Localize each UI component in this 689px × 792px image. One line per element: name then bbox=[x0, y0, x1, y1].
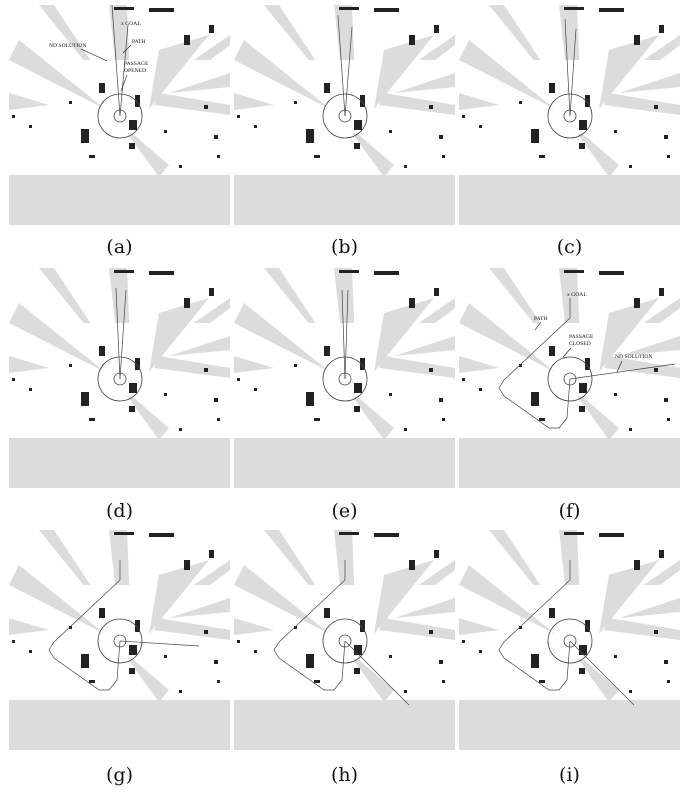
path-line bbox=[273, 560, 410, 706]
path-line bbox=[498, 560, 635, 706]
map-panel-a: x GOAL ND SOLUTION PATH PASSAGE OPENED bbox=[9, 5, 230, 225]
passage-label-2: OPENED bbox=[124, 68, 146, 74]
map-panel-f: x GOAL PATH PASSAGE CLOSED ND SOLUTION bbox=[459, 268, 680, 488]
map-panel-d bbox=[9, 268, 230, 488]
map-panel-h bbox=[234, 530, 455, 750]
occupancy-map-e bbox=[234, 268, 455, 488]
path-label: PATH bbox=[534, 316, 547, 322]
passage-label-1: PASSAGE bbox=[124, 61, 149, 67]
path-line bbox=[564, 18, 577, 117]
path-label: PATH bbox=[132, 39, 145, 45]
path-line bbox=[341, 289, 349, 380]
path-line bbox=[111, 5, 129, 117]
nd-solution-label: ND SOLUTION bbox=[49, 43, 86, 49]
caption-h: (h) bbox=[330, 764, 359, 786]
path-line bbox=[337, 14, 353, 117]
caption-a: (a) bbox=[106, 236, 133, 258]
map-panel-e bbox=[234, 268, 455, 488]
path-line bbox=[115, 287, 127, 380]
path-line bbox=[498, 298, 676, 429]
map-panel-b bbox=[234, 5, 455, 225]
caption-d: (d) bbox=[106, 500, 133, 522]
occupancy-map-a: x GOAL ND SOLUTION PATH PASSAGE OPENED bbox=[9, 5, 230, 225]
map-panel-i bbox=[459, 530, 680, 750]
caption-e: (e) bbox=[331, 500, 358, 522]
caption-c: (c) bbox=[556, 236, 583, 258]
occupancy-map-b bbox=[234, 5, 455, 225]
occupancy-map-g bbox=[9, 530, 230, 750]
map-panel-c bbox=[459, 5, 680, 225]
occupancy-map-h bbox=[234, 530, 455, 750]
caption-i: (i) bbox=[559, 764, 580, 786]
map-panel-g bbox=[9, 530, 230, 750]
occupancy-map-d bbox=[9, 268, 230, 488]
caption-b: (b) bbox=[331, 236, 358, 258]
nd-solution-label: ND SOLUTION bbox=[615, 354, 652, 360]
path-line bbox=[48, 560, 200, 691]
goal-label: x GOAL bbox=[567, 292, 587, 298]
passage-label-2: CLOSED bbox=[569, 341, 591, 347]
caption-f: (f) bbox=[558, 500, 581, 522]
caption-g: (g) bbox=[106, 764, 133, 786]
occupancy-map-f: x GOAL PATH PASSAGE CLOSED ND SOLUTION bbox=[459, 268, 680, 488]
occupancy-map-c bbox=[459, 5, 680, 225]
passage-label-1: PASSAGE bbox=[569, 334, 594, 340]
goal-label: x GOAL bbox=[121, 21, 141, 27]
occupancy-map-i bbox=[459, 530, 680, 750]
